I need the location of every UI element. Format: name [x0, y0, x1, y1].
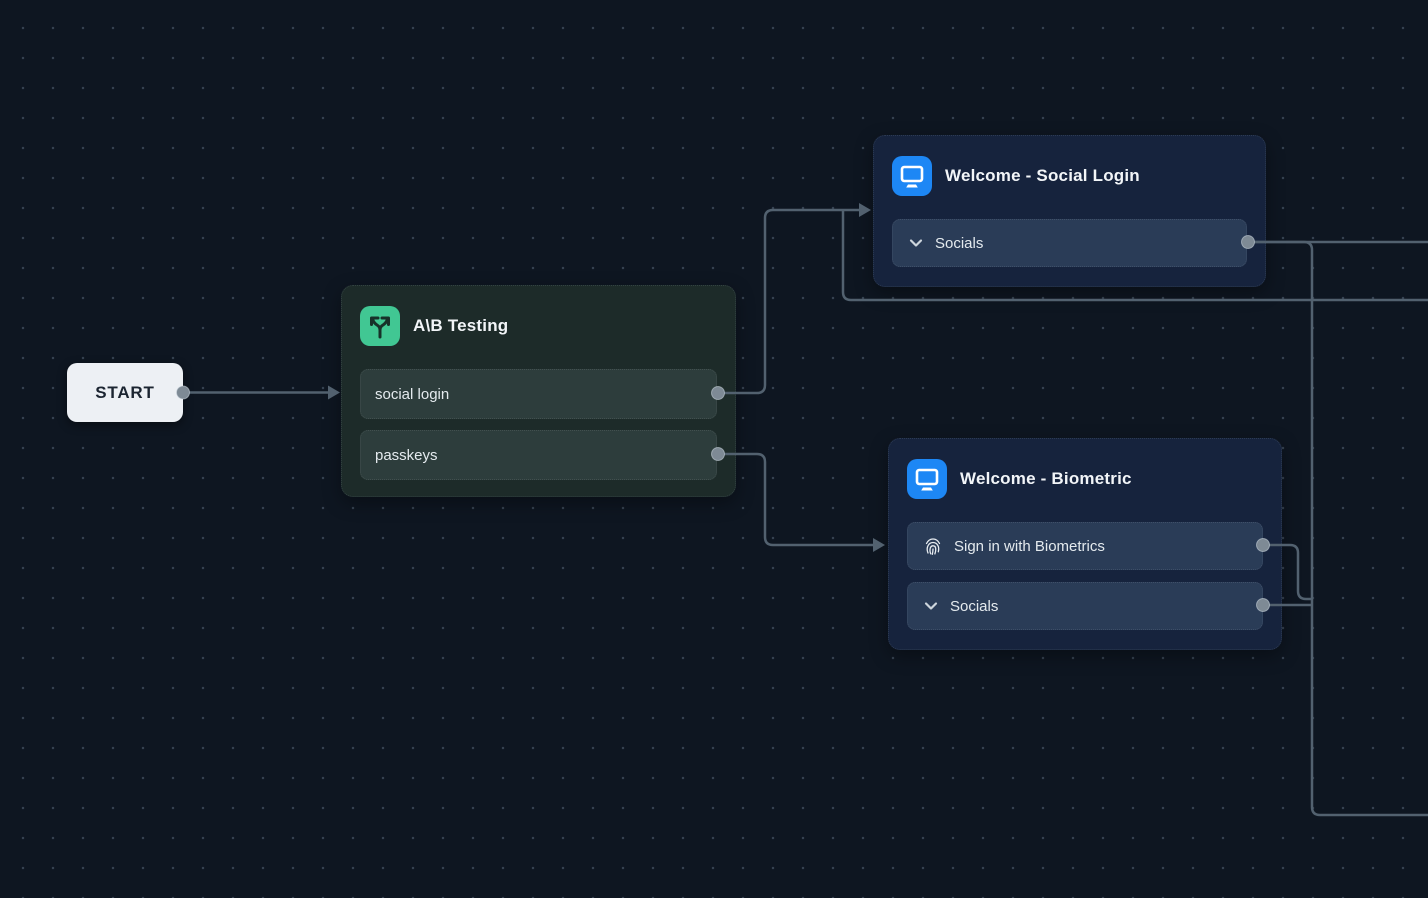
row-label: Sign in with Biometrics [954, 537, 1105, 555]
chevron-down-icon [907, 234, 925, 252]
fingerprint-icon [922, 535, 944, 557]
screen-icon [907, 459, 947, 499]
wsl-row-socials[interactable]: Socials [892, 219, 1247, 267]
ab-row-social-login[interactable]: social login [360, 369, 717, 419]
row-label: Socials [950, 597, 999, 615]
ab-testing-node[interactable]: A\B Testing social login passkeys [341, 285, 736, 497]
wb-row-socials[interactable]: Socials [907, 582, 1263, 630]
ab-testing-node-header: A\B Testing [342, 286, 735, 346]
start-node[interactable]: START [67, 363, 183, 422]
start-node-label: START [95, 382, 155, 402]
screen-icon [892, 156, 932, 196]
row-label: passkeys [375, 446, 438, 464]
node-title: Welcome - Social Login [945, 166, 1140, 185]
wb-row-sign-in-with-biometrics[interactable]: Sign in with Biometrics [907, 522, 1263, 570]
row-label: Socials [935, 234, 984, 252]
welcome-biometric-node[interactable]: Welcome - Biometric Sign in with Biometr… [888, 438, 1282, 650]
ab-row-passkeys[interactable]: passkeys [360, 430, 717, 480]
welcome-social-login-node[interactable]: Welcome - Social Login Socials [873, 135, 1266, 287]
row-label: social login [375, 385, 450, 403]
welcome-biometric-header: Welcome - Biometric [889, 439, 1281, 499]
node-title: A\B Testing [413, 316, 509, 335]
node-title: Welcome - Biometric [960, 469, 1132, 488]
welcome-social-login-header: Welcome - Social Login [874, 136, 1265, 196]
chevron-down-icon [922, 597, 940, 615]
split-arrows-icon [360, 306, 400, 346]
